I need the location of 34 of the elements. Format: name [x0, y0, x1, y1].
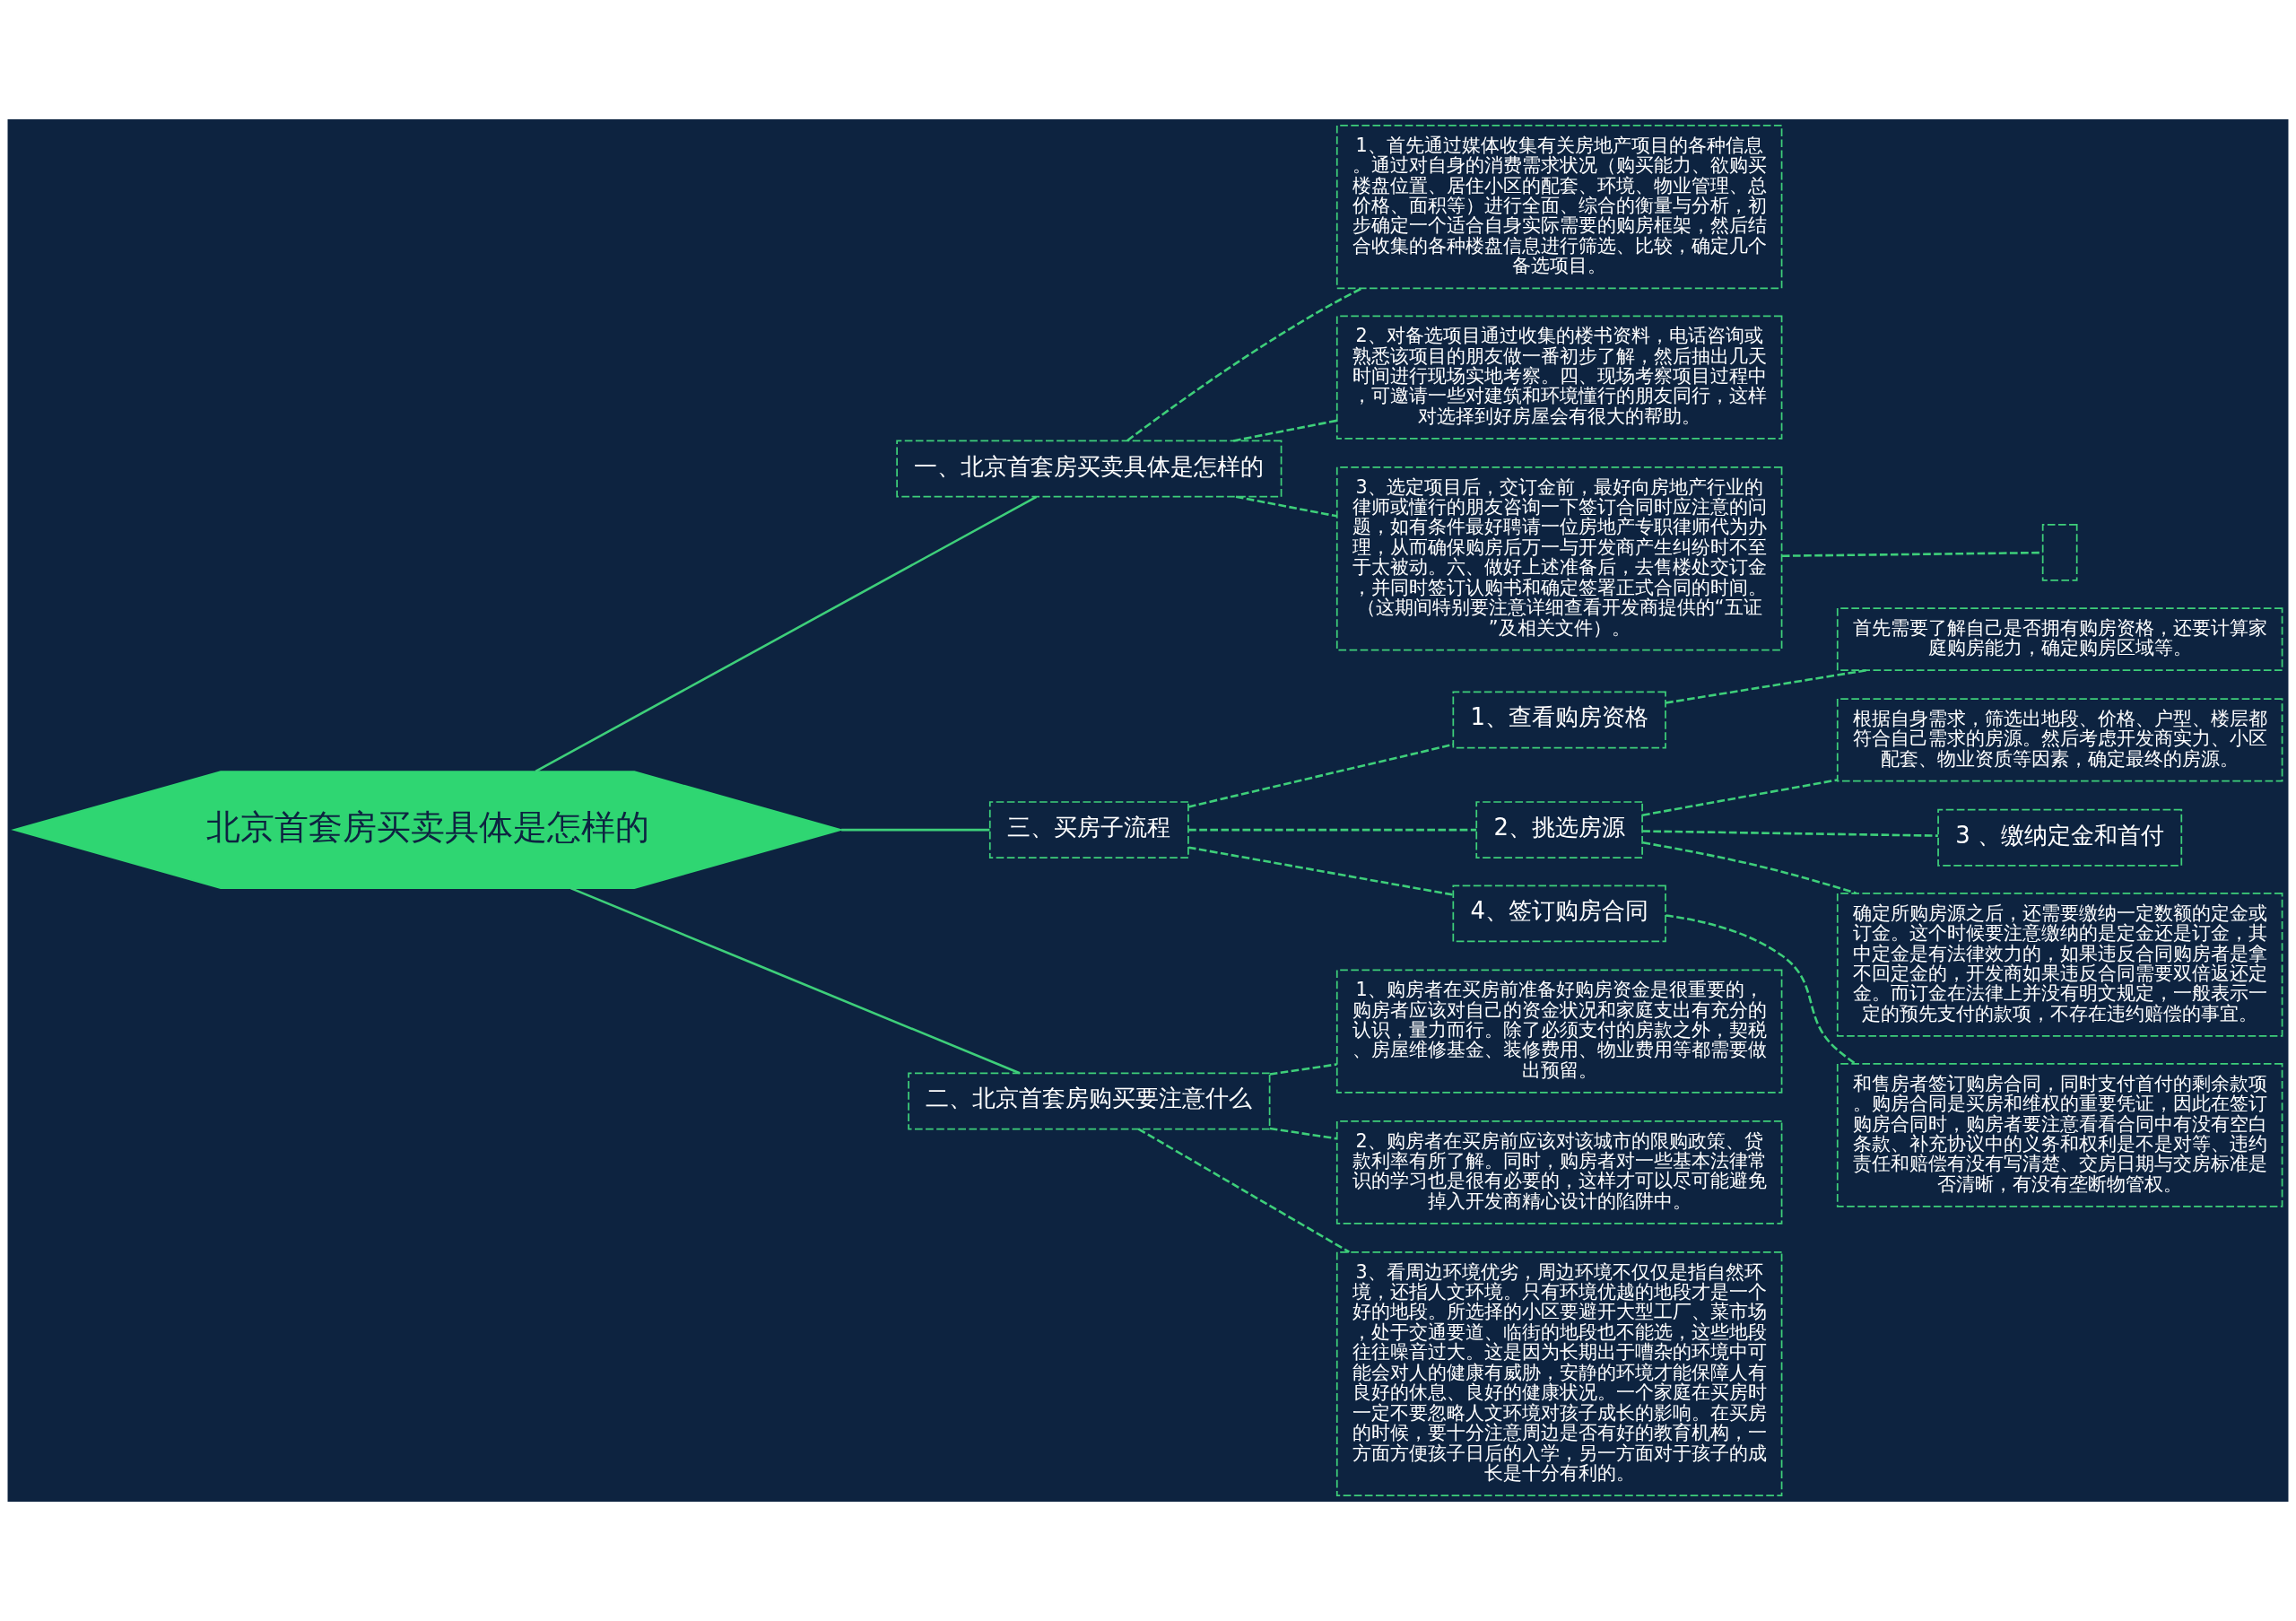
node-box: 三、买房子流程 — [988, 801, 1189, 859]
node-box: 首先需要了解自己是否拥有购房资格，还要计算家庭购房能力，确定购房区域等。 — [1836, 607, 2283, 671]
connector — [1187, 743, 1454, 808]
connector — [1235, 495, 1337, 518]
connector — [1188, 828, 1477, 832]
connector — [1642, 830, 1938, 837]
node-box: 一、北京首套房买卖具体是怎样的 — [896, 440, 1283, 498]
connector — [1188, 846, 1454, 896]
node-box: 4、签订购房合同 — [1452, 885, 1666, 943]
connector — [841, 828, 990, 832]
connector — [1665, 914, 1857, 1065]
node-box: 2、购房者在买房前应该对该城市的限购政策、贷款利率有所了解。同时，购房者对一些基本法律常识的学习也是很有必要的，这样才可以尽可能避免掉入开发商精心设计的陷阱中。 — [1335, 1120, 1783, 1224]
node-box: 3、选定项目后，交订金前，最好向房地产行业的律师或懂行的朋友咨询一下签订合同时应注意的问题，如有条件最好聘请一位房地产专职律师代为办理，从而确保购房后万一与开发商产生纠纷时不至于太被动。六、做好上述准备后，去售楼处交订金，并同时签订认购书和确定签署正式合同的时间。（这期间特别要注意详细查看开发商提供的“五证”及相关文件）。 — [1335, 466, 1783, 651]
connector — [1642, 779, 1838, 816]
node-box: 2、挑选房源 — [1475, 801, 1643, 859]
node-box: 和售房者签订购房合同，同时支付首付的剩余款项。购房合同是买房和维权的重要凭证，因此在签订购房合同时，购房者要注意看看合同中有没有空白条款、补充协议中的义务和权利是不是对等、违约责任和赔偿有没有写清楚、交房日期与交房标准是否清晰，有没有垄断物管权。 — [1836, 1063, 2283, 1207]
node-box: 确定所购房源之后，还需要缴纳一定数额的定金或订金。这个时候要注意缴纳的是定金还是订金，其中定金是有法律效力的，如果违反合同购房者是拿不回定金的，开发商如果违反合同需要双倍返还定金。而订金在法律上并没有明文规定，一般表示一定的预先支付的款项，不存在违约赔偿的事宜。 — [1836, 893, 2283, 1037]
node-box: 3 、缴纳定金和首付 — [1937, 808, 2183, 867]
node-box: 3、看周边环境优劣，周边环境不仅仅是指自然环境，还指人文环境。只有环境优越的地段才是一个好的地段。所选择的小区要避开大型工厂、菜市场，处于交通要道、临街的地段也不能选，这些地段往往噪音过大。这是因为长期出于嘈杂的环境中可能会对人的健康有威胁，安静的环境才能保障人有良好的休息、良好的健康状况。一个家庭在买房时一定不要忽略人文环境对孩子成长的影响。在买房的时候，要十分注意周边是否有好的教育机构，一方面方便孩子日后的入学，另一方面对于孩子的成长是十分有利的。 — [1335, 1251, 1783, 1496]
connector — [1642, 841, 1857, 894]
node-box: 2、对备选项目通过收集的楼书资料，电话咨询或熟悉该项目的朋友做一番初步了解，然后抽出几天时间进行现场实地考察。四、现场考察项目过程中，可邀请一些对建筑和环境懂行的朋友同行，这样对选择到好房屋会有很大的帮助。 — [1335, 315, 1783, 440]
connector — [1269, 1127, 1337, 1140]
node-box: 1、购房者在买房前准备好购房资金是很重要的，购房者应该对自己的资金状况和家庭支出有充分的认识，量力而行。除了必须支付的房款之外，契税、房屋维修基金、装修费用、物业费用等都需要做出预留。 — [1335, 969, 1783, 1094]
connector — [535, 495, 1038, 773]
node-box — [2041, 523, 2078, 581]
node-box: 1、查看购房资格 — [1452, 691, 1666, 749]
connector — [1665, 668, 1867, 704]
node-box: 根据自身需求，筛选出地段、价格、户型、楼层都符合自己需求的房源。然后考虑开发商实力、小区配套、物业资质等因素，确定最终的房源。 — [1836, 698, 2283, 782]
node-box: 1、首先通过媒体收集有关房地产项目的各种信息。通过对自身的消费需求状况（购买能力、欲购买楼盘位置、居住小区的配套、环境、物业管理、总价格、面积等）进行全面、综合的衡量与分析，初步确定一个适合自身实际需要的购房框架，然后结合收集的各种楼盘信息进行筛选、比较，确定几个备选项目。 — [1335, 125, 1783, 290]
node-box: 二、北京首套房购买要注意什么 — [908, 1072, 1271, 1130]
connector — [1232, 419, 1337, 442]
connector — [570, 886, 1021, 1075]
connector — [1137, 1128, 1350, 1253]
connector — [1269, 1063, 1337, 1076]
